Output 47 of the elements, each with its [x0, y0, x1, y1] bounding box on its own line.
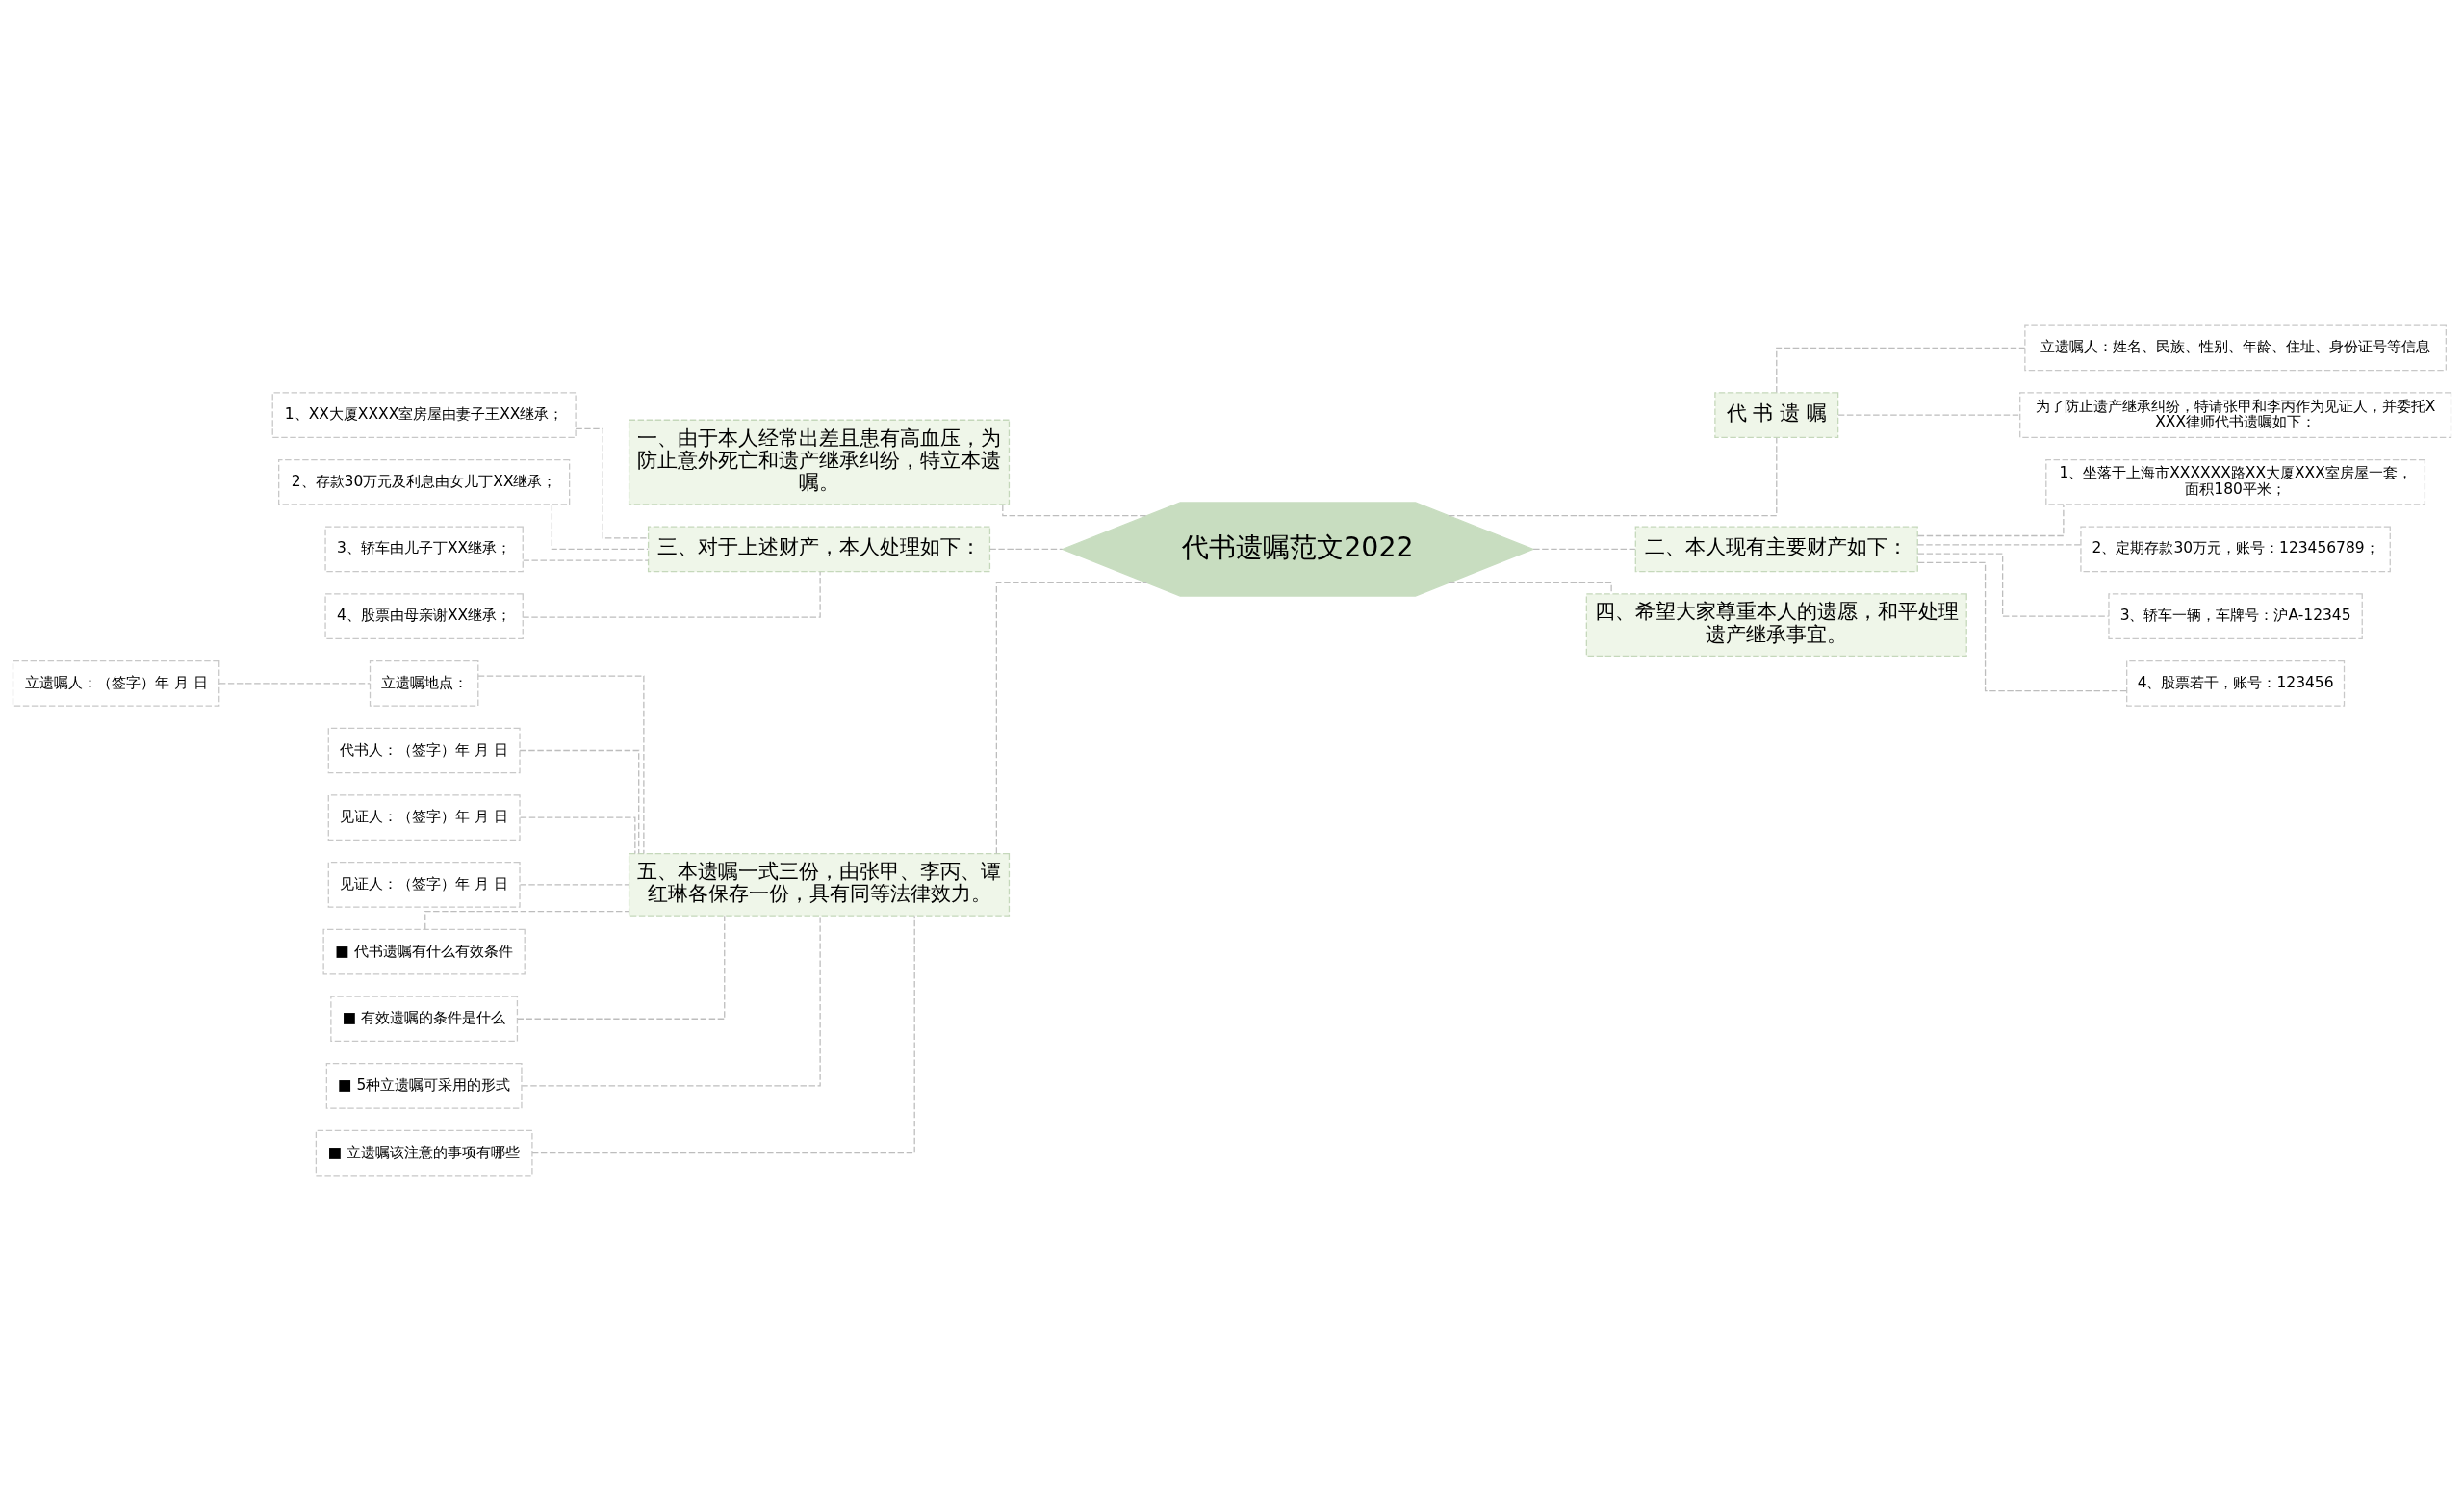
node-box: 2、存款30万元及利息由女儿丁XX继承； — [278, 458, 571, 505]
node-box: 立遗嘱人：（签字）年 月 日 — [12, 660, 220, 707]
connector — [1917, 561, 2128, 692]
node-box: 三、对于上述财产，本人处理如下： — [647, 526, 991, 573]
node-box: 四、希望大家尊重本人的遗愿，和平处理遗产继承事宜。 — [1585, 593, 1967, 658]
node-box: 立遗嘱人：姓名、民族、性别、年龄、住址、身份证号等信息 — [2024, 324, 2447, 372]
connector — [1002, 504, 1148, 517]
node-box: 3、轿车由儿子丁XX继承； — [324, 526, 524, 573]
connector — [521, 915, 821, 1087]
node-box: 五、本遗嘱一式三份，由张甲、李丙、谭红琳各保存一份，具有同等法律效力。 — [628, 852, 1011, 917]
node-box: 1、XX大厦XXXX室房屋由妻子王XX继承； — [271, 392, 577, 438]
node-box: 1、坐落于上海市XXXXXX路XX大厦XXX室房屋一套，面积180平米； — [2045, 458, 2426, 505]
node-box: ■ 立遗嘱该注意的事项有哪些 — [315, 1129, 533, 1177]
node-box: ■ 代书遗嘱有什么有效条件 — [322, 928, 526, 975]
connector — [218, 683, 371, 685]
node-box: 3、轿车一辆，车牌号：沪A-12345 — [2108, 593, 2363, 639]
connector — [1532, 548, 1636, 551]
connector — [1448, 582, 1612, 595]
connector — [988, 548, 1064, 551]
node-box: 见证人：（签字）年 月 日 — [327, 794, 521, 841]
connector — [517, 915, 726, 1020]
node-box: 为了防止遗产继承纠纷，特请张甲和李丙作为见证人，并委托XXXX律师代书遗嘱如下： — [2019, 392, 2452, 438]
connector — [551, 504, 649, 551]
node-box: ■ 有效遗嘱的条件是什么 — [330, 996, 519, 1043]
connector — [1837, 414, 2020, 416]
connector — [1448, 437, 1778, 517]
connector — [522, 571, 821, 618]
connector — [531, 915, 915, 1154]
node-box: 一、由于本人经常出差且患有高血压，为防止意外死亡和遗产继承纠纷，特立本遗嘱。 — [628, 419, 1011, 505]
node-box: 4、股票若干，账号：123456 — [2126, 660, 2346, 707]
node-box: 二、本人现有主要财产如下： — [1634, 526, 1918, 573]
connector — [1916, 544, 2082, 546]
node-box: 见证人：（签字）年 月 日 — [327, 862, 521, 908]
connector — [477, 675, 645, 855]
node-box: 2、定期存款30万元，账号：123456789； — [2080, 526, 2391, 573]
connector — [523, 559, 649, 561]
node-box: 代书人：（签字）年 月 日 — [327, 727, 521, 774]
node-box: 立遗嘱地点： — [369, 660, 479, 707]
node-box: ■ 5种立遗嘱可采用的形式 — [325, 1063, 523, 1109]
node-box: 4、股票由母亲谢XX继承； — [324, 593, 524, 639]
connector — [1776, 347, 2026, 394]
connector — [519, 749, 640, 855]
connector — [1917, 504, 2065, 537]
connector — [519, 816, 636, 855]
connector — [995, 582, 1148, 855]
connector — [1916, 553, 2110, 617]
node-box: 代 书 遗 嘱 — [1714, 392, 1839, 438]
